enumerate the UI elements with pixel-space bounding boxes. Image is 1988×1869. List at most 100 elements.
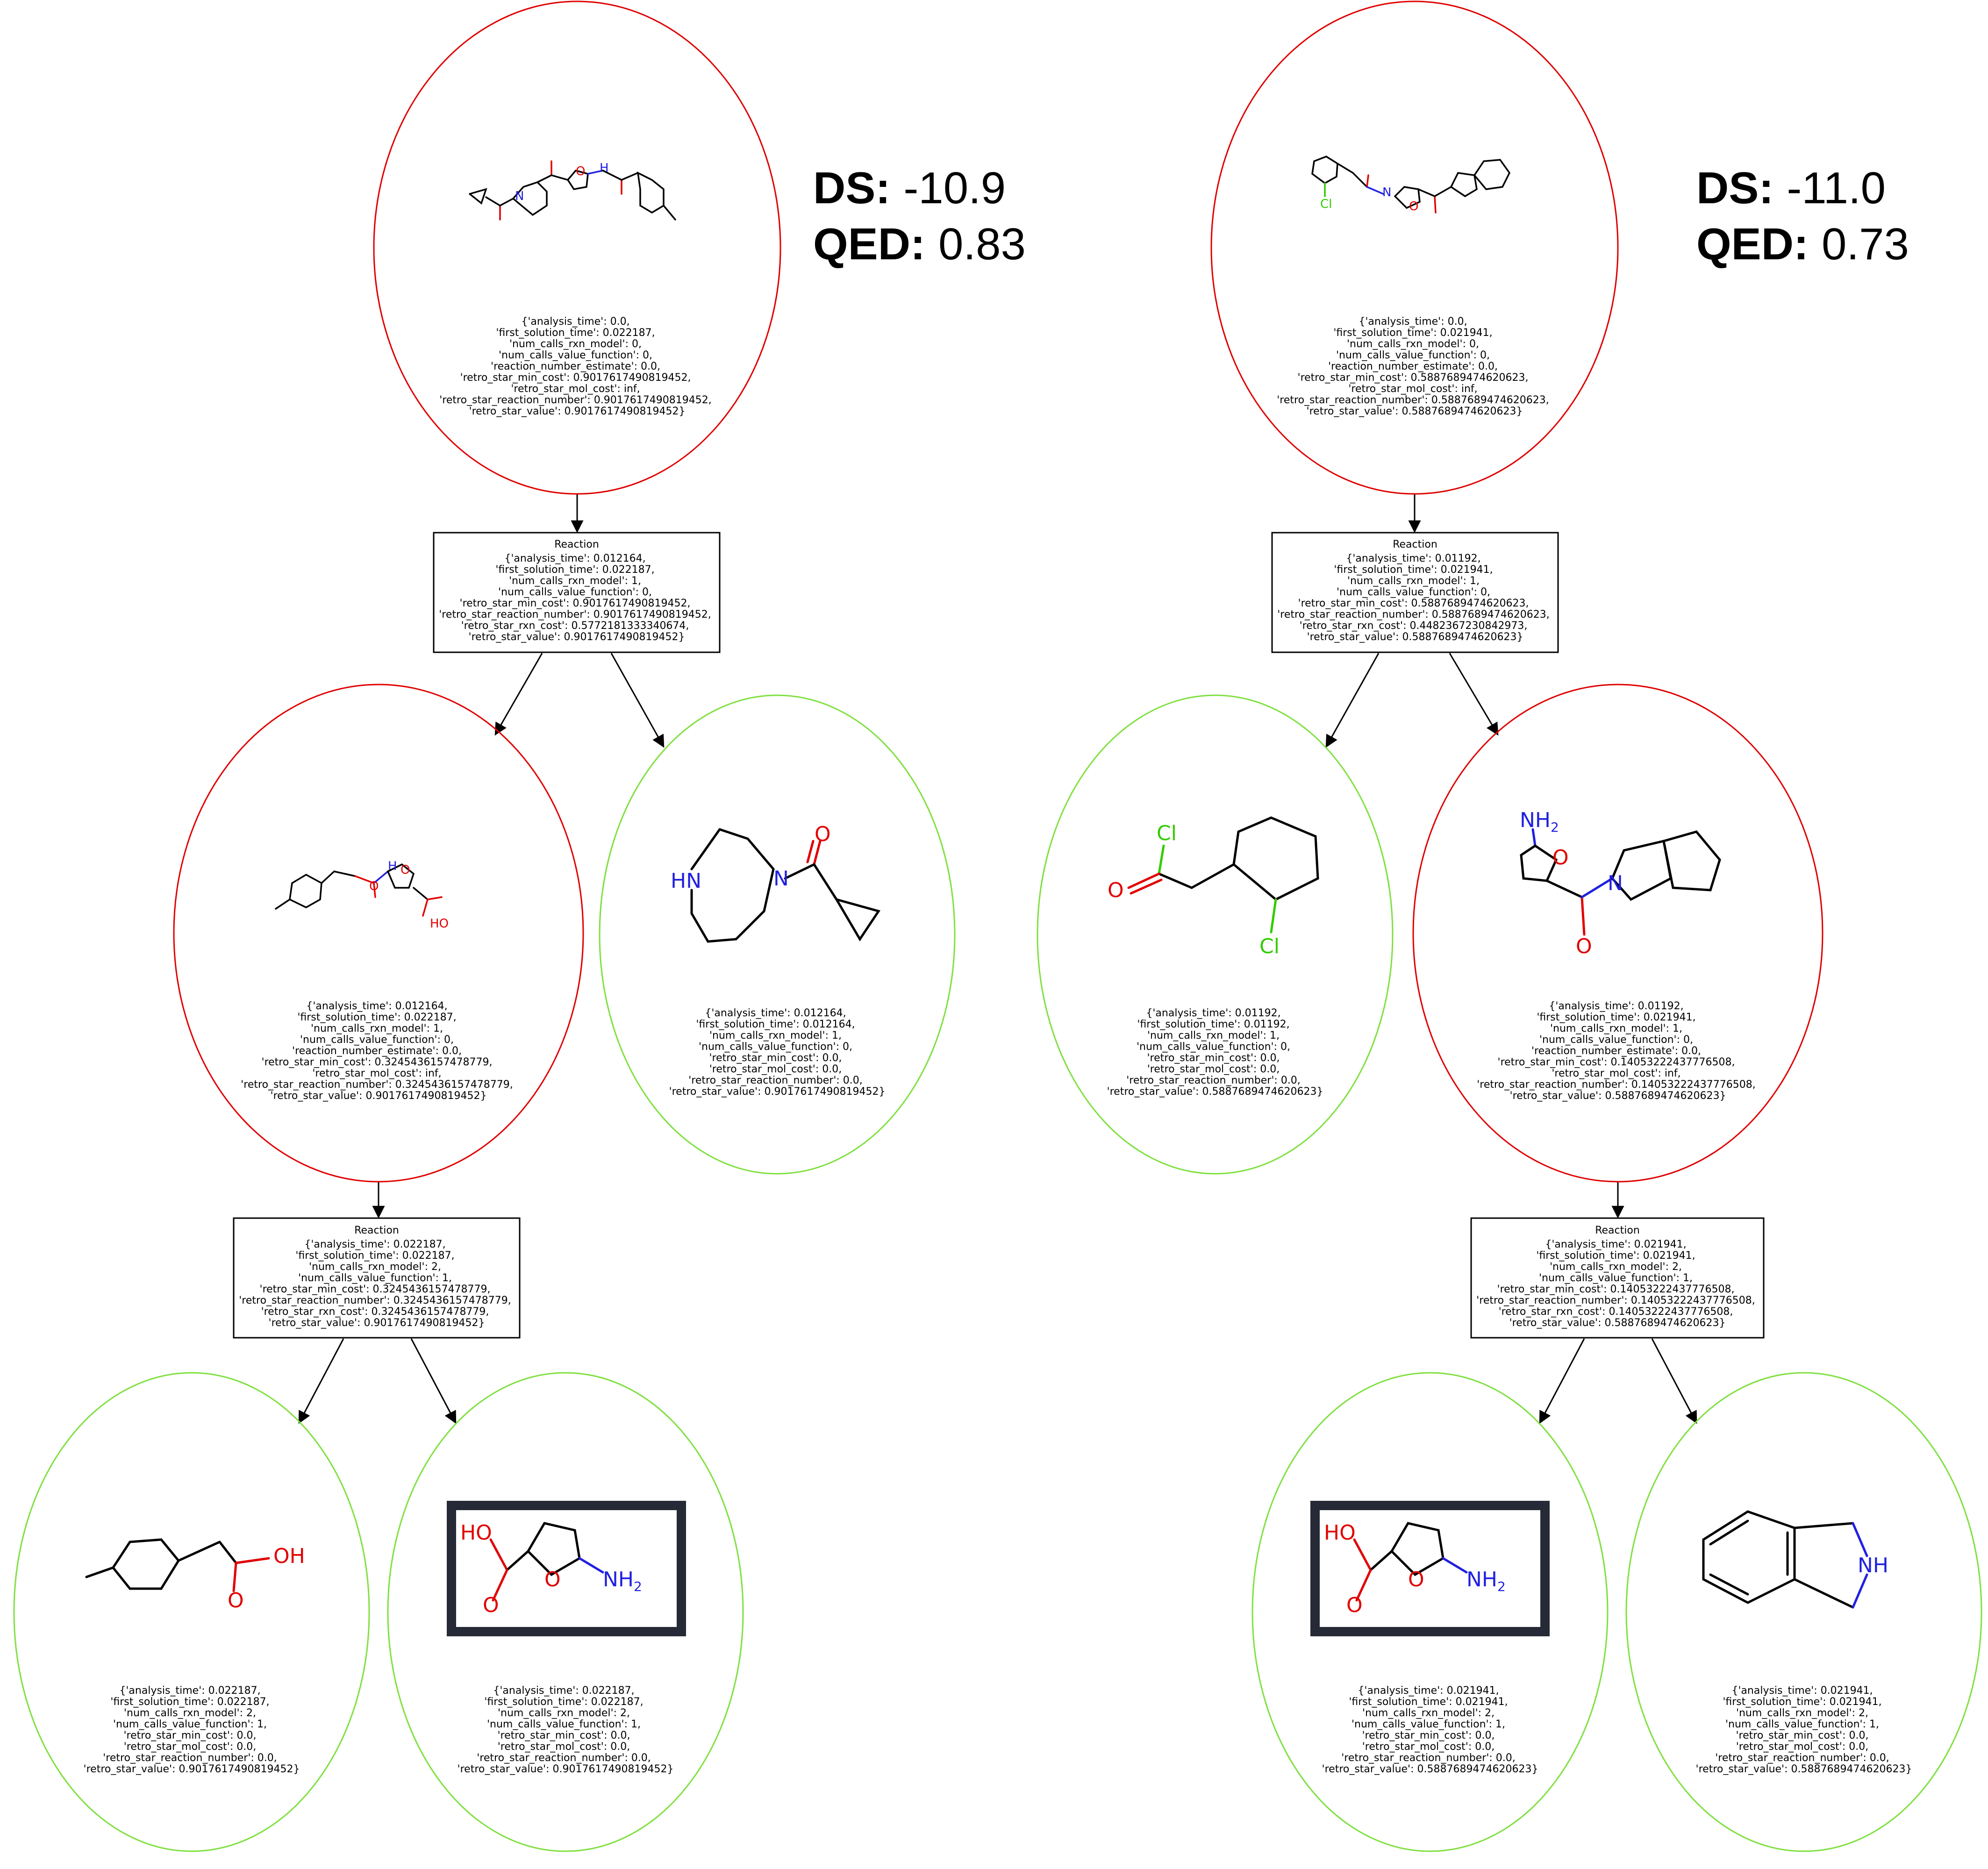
- reaction-title: Reaction: [1595, 1225, 1640, 1236]
- chlorophenylacetyl-chloride-structure: Cl O Cl: [1108, 816, 1319, 958]
- qed-score: QED: 0.73: [1696, 219, 1909, 269]
- svg-text:O: O: [369, 879, 379, 893]
- right-mol-b-node[interactable]: NH2 O N O {'analysis_time': 0.01192, 'fi…: [1412, 684, 1824, 1183]
- svg-text:O: O: [815, 822, 831, 846]
- svg-text:H: H: [600, 161, 609, 175]
- right-mol-a-node[interactable]: Cl O Cl {'analysis_time': 0.01192, 'firs…: [1037, 694, 1394, 1175]
- right-tree: N Cl O {'analysis_time': 0.0, 'first_sol…: [1037, 0, 1982, 1852]
- reaction-box: [1470, 1217, 1765, 1339]
- node-border: [1412, 684, 1824, 1183]
- svg-text:O: O: [400, 863, 410, 877]
- edge-left-reaction2-to-leaf-a: [298, 1338, 344, 1424]
- svg-text:NH: NH: [1858, 1554, 1888, 1577]
- svg-text:O: O: [1108, 878, 1124, 902]
- right-leaf-a-node[interactable]: HO O O NH2 {'analysis_time': 0.021941, '…: [1251, 1372, 1609, 1852]
- highlight-box: [447, 1501, 686, 1636]
- reaction-title: Reaction: [1393, 539, 1437, 550]
- svg-text:HN: HN: [671, 869, 701, 893]
- svg-text:N: N: [773, 867, 789, 891]
- p-tolylacetic-acid-structure: OH O: [85, 1538, 305, 1612]
- svg-text:O: O: [544, 1568, 561, 1591]
- node-border: [1037, 694, 1394, 1175]
- left-reaction2-node[interactable]: Reaction {'analysis_time': 0.022187, 'fi…: [233, 1217, 521, 1339]
- right-reaction2-node[interactable]: Reaction {'analysis_time': 0.021941, 'fi…: [1470, 1217, 1765, 1339]
- svg-text:N: N: [1382, 185, 1391, 200]
- right-root-node[interactable]: N Cl O {'analysis_time': 0.0, 'first_sol…: [1210, 0, 1619, 495]
- svg-text:O: O: [1552, 846, 1569, 870]
- node-border: [1625, 1372, 1982, 1852]
- edge-right-reaction2-to-leaf-b: [1651, 1338, 1697, 1424]
- reaction-info: {'analysis_time': 0.022187, 'first_solut…: [239, 1239, 514, 1329]
- node-info: {'analysis_time': 0.0, 'first_solution_t…: [1277, 316, 1552, 417]
- svg-text:NH2: NH2: [1520, 808, 1559, 835]
- edge-right-reaction1-to-mol-a: [1325, 653, 1380, 748]
- cyclopropyl-diazepane-ketone-structure: HN N O: [671, 822, 880, 943]
- reaction-title: Reaction: [554, 539, 599, 550]
- ds-score: DS: -11.0: [1696, 163, 1886, 213]
- svg-text:Cl: Cl: [1157, 821, 1177, 845]
- svg-text:H: H: [388, 859, 397, 873]
- svg-text:NH2: NH2: [603, 1568, 642, 1594]
- svg-text:N: N: [515, 189, 524, 203]
- reaction-box: [1271, 532, 1559, 653]
- left-mol-b-node[interactable]: HN N O {'analysis_time': 0.012164, 'firs…: [599, 694, 956, 1175]
- aminofuran-carboxylic-acid-structure: HO O O NH2: [1324, 1521, 1506, 1617]
- aminofuran-carboxylic-acid-structure: HO O O NH2: [460, 1521, 642, 1617]
- svg-text:O: O: [1409, 200, 1418, 214]
- edge-right-reaction1-to-mol-b: [1449, 653, 1499, 736]
- node-border: [13, 1372, 370, 1852]
- node-info: {'analysis_time': 0.022187, 'first_solut…: [458, 1685, 674, 1775]
- reaction-info: {'analysis_time': 0.021941, 'first_solut…: [1476, 1239, 1758, 1329]
- node-info: {'analysis_time': 0.012164, 'first_solut…: [669, 1007, 886, 1098]
- node-info: {'analysis_time': 0.0, 'first_solution_t…: [439, 316, 715, 417]
- svg-text:HO: HO: [460, 1521, 492, 1545]
- left-reaction1-node[interactable]: Reaction {'analysis_time': 0.012164, 'fi…: [433, 532, 721, 653]
- node-info: {'analysis_time': 0.021941, 'first_solut…: [1322, 1685, 1538, 1775]
- edge-left-reaction1-to-mol-a: [494, 653, 543, 736]
- node-info: {'analysis_time': 0.01192, 'first_soluti…: [1107, 1007, 1323, 1098]
- node-info: {'analysis_time': 0.022187, 'first_solut…: [84, 1685, 300, 1775]
- reaction-info: {'analysis_time': 0.01192, 'first_soluti…: [1277, 553, 1552, 643]
- svg-text:O: O: [483, 1593, 499, 1617]
- node-border: [373, 0, 781, 495]
- right-leaf-b-node[interactable]: NH {'analysis_time': 0.021941, 'first_so…: [1625, 1372, 1982, 1852]
- svg-text:Cl: Cl: [1259, 934, 1280, 958]
- target-molecule-a-structure: N H O: [469, 160, 676, 221]
- right-score-panel: DS: -11.0 QED: 0.73: [1696, 163, 1909, 269]
- edge-left-reaction2-to-leaf-b: [410, 1338, 457, 1424]
- reaction-title: Reaction: [354, 1225, 399, 1236]
- node-border: [173, 684, 584, 1183]
- node-info: {'analysis_time': 0.021941, 'first_solut…: [1696, 1685, 1912, 1775]
- left-score-panel: DS: -10.9 QED: 0.83: [813, 163, 1026, 269]
- node-info: {'analysis_time': 0.012164, 'first_solut…: [241, 1000, 516, 1102]
- node-border: [387, 1372, 744, 1852]
- isoindoline-structure: NH: [1702, 1510, 1888, 1609]
- svg-text:O: O: [1576, 934, 1592, 958]
- qed-score: QED: 0.83: [813, 219, 1026, 269]
- svg-text:HO: HO: [430, 917, 449, 931]
- reaction-box: [233, 1217, 521, 1339]
- left-leaf-a-node[interactable]: OH O {'analysis_time': 0.022187, 'first_…: [13, 1372, 370, 1852]
- svg-text:O: O: [1408, 1568, 1424, 1591]
- reaction-info: {'analysis_time': 0.012164, 'first_solut…: [439, 553, 714, 643]
- node-border: [1210, 0, 1619, 495]
- ds-score: DS: -10.9: [813, 163, 1006, 213]
- svg-text:OH: OH: [273, 1544, 305, 1568]
- left-tree: N H O {'analysis_time': 0.0, 'first_solu…: [13, 0, 1026, 1852]
- edge-left-reaction1-to-mol-b: [610, 653, 665, 748]
- svg-text:O: O: [228, 1589, 244, 1612]
- svg-text:O: O: [576, 164, 585, 178]
- right-reaction1-node[interactable]: Reaction {'analysis_time': 0.01192, 'fir…: [1271, 532, 1559, 653]
- amide-furan-carboxylic-acid-structure: H O O HO: [275, 859, 449, 931]
- node-border: [599, 694, 956, 1175]
- svg-text:O: O: [1346, 1593, 1363, 1617]
- left-leaf-b-node[interactable]: HO O O NH2 {'analysis_time': 0.022187, '…: [387, 1372, 744, 1852]
- left-root-node[interactable]: N H O {'analysis_time': 0.0, 'first_solu…: [373, 0, 781, 495]
- reaction-box: [433, 532, 721, 653]
- node-border: [1251, 1372, 1609, 1852]
- svg-text:HO: HO: [1324, 1521, 1356, 1545]
- edge-right-reaction2-to-leaf-a: [1539, 1338, 1585, 1424]
- svg-text:N: N: [1608, 871, 1623, 895]
- left-mol-a-node[interactable]: H O O HO {'analysis_time': 0.012164, 'fi…: [173, 684, 584, 1183]
